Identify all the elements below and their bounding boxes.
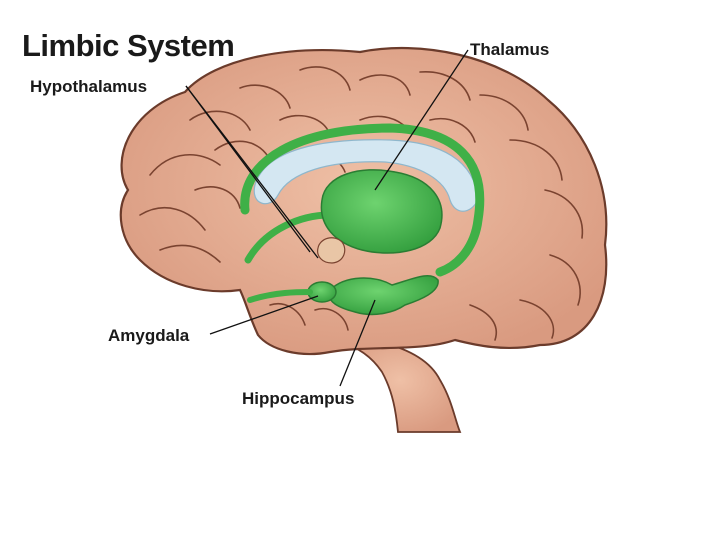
hippocampus-structure [328,275,439,316]
thalamus-leader-line [374,49,469,191]
fornix-arc [240,123,485,277]
fornix-inner [244,211,334,264]
page-title: Limbic System [22,28,235,63]
hippocampus-leader-line [339,299,376,387]
amygdala-label: Amygdala [108,326,190,345]
brainstem [339,337,462,433]
thalamus-label: Thalamus [470,40,550,59]
limbic-tail [247,289,313,303]
hypothalamus-structure [317,237,346,264]
leader-lines [185,49,469,387]
brain-folds [139,66,584,341]
hypothalamus-leader-line-2 [185,85,311,253]
hypothalamus-label: Hypothalamus [30,77,148,96]
lateral-ventricle [253,139,479,212]
thalamus-structure [320,169,443,254]
hippocampus-label: Hippocampus [242,389,355,408]
amygdala-leader-line [209,295,319,335]
